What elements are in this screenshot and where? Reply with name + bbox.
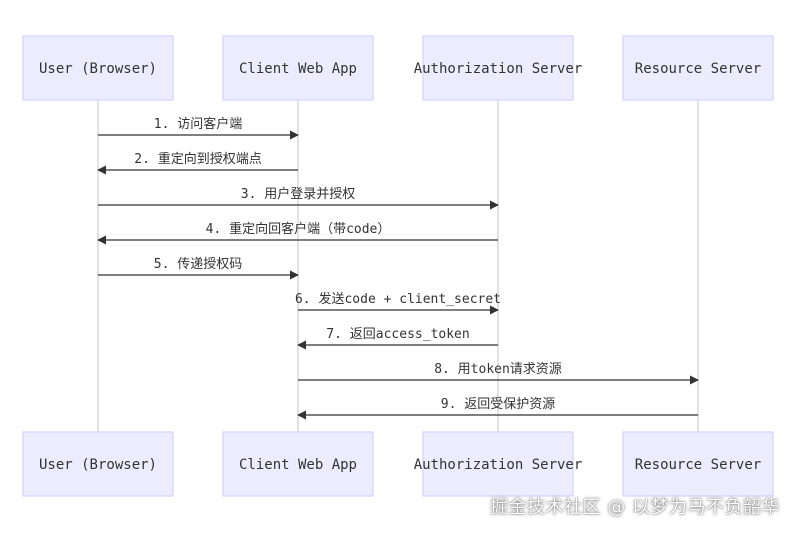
actor-box xyxy=(422,35,574,101)
actor-client-bottom: Client Web App xyxy=(222,431,374,497)
message-label: 9. 返回受保护资源 xyxy=(441,397,555,412)
message-label: 4. 重定向回客户端（带code） xyxy=(206,221,391,237)
actor-box xyxy=(222,35,374,101)
actor-auth-bottom: Authorization Server xyxy=(414,431,583,497)
message-8: 8. 用token请求资源 xyxy=(298,362,699,385)
actor-box xyxy=(622,431,774,497)
message-1: 1. 访问客户端 xyxy=(98,116,299,140)
actor-user-bottom: User (Browser) xyxy=(22,431,174,497)
message-2: 2. 重定向到授权端点 xyxy=(97,151,298,175)
message-6: 6. 发送code + client_secret xyxy=(295,291,501,315)
message-label: 7. 返回access_token xyxy=(326,327,469,342)
watermark-text: 掘金技术社区 @ 以梦为马不负韶华 xyxy=(490,497,780,518)
actor-box xyxy=(422,431,574,497)
message-label: 6. 发送code + client_secret xyxy=(295,291,501,307)
actor-box xyxy=(622,35,774,101)
actor-label: Resource Server xyxy=(635,457,761,473)
actor-user-top: User (Browser) xyxy=(22,35,174,101)
actor-box xyxy=(222,431,374,497)
actor-label: User (Browser) xyxy=(39,457,157,473)
message-label: 5. 传递授权码 xyxy=(154,256,242,272)
actor-box xyxy=(22,431,174,497)
message-label: 8. 用token请求资源 xyxy=(434,362,562,377)
actor-resource-bottom: Resource Server xyxy=(622,431,774,497)
actor-box xyxy=(22,35,174,101)
message-5: 5. 传递授权码 xyxy=(98,256,299,280)
actor-label: Resource Server xyxy=(635,61,761,77)
message-label: 2. 重定向到授权端点 xyxy=(134,151,261,167)
actor-client-top: Client Web App xyxy=(222,35,374,101)
actor-label: Client Web App xyxy=(239,457,357,473)
message-4: 4. 重定向回客户端（带code） xyxy=(97,221,498,245)
message-label: 3. 用户登录并授权 xyxy=(241,186,355,202)
actor-auth-top: Authorization Server xyxy=(414,35,583,101)
message-3: 3. 用户登录并授权 xyxy=(98,186,499,210)
message-label: 1. 访问客户端 xyxy=(154,116,242,132)
actor-label: User (Browser) xyxy=(39,61,157,77)
actor-label: Authorization Server xyxy=(414,457,583,473)
actor-label: Authorization Server xyxy=(414,61,583,77)
message-7: 7. 返回access_token xyxy=(297,327,498,350)
actor-label: Client Web App xyxy=(239,61,357,77)
message-9: 9. 返回受保护资源 xyxy=(297,397,698,420)
actor-resource-top: Resource Server xyxy=(622,35,774,101)
